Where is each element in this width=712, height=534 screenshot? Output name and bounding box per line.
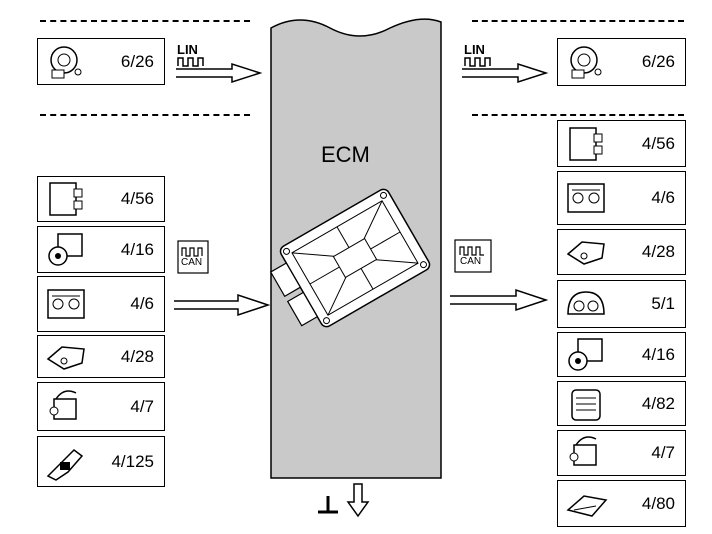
module-code: 4/7 <box>651 443 675 462</box>
lin-arrow-left <box>176 62 263 84</box>
module-code: 4/56 <box>641 133 675 153</box>
control-unit-icon <box>46 345 85 370</box>
module-box[interactable]: 4/125 <box>37 436 165 487</box>
ecm-label: ECM <box>321 142 370 167</box>
module-box[interactable]: 6/26 <box>557 38 686 86</box>
module-box[interactable]: 4/6 <box>37 276 165 332</box>
module-code: 4/28 <box>120 346 154 366</box>
can-symbol-left <box>177 240 209 274</box>
can-arrow-right <box>450 288 549 312</box>
module-box[interactable]: 4/16 <box>557 332 686 377</box>
module-box[interactable]: 4/6 <box>557 171 686 225</box>
module-code: 4/125 <box>111 451 154 471</box>
amplifier-icon <box>566 494 608 517</box>
module-code: 4/56 <box>120 189 154 208</box>
can-label-left: CAN <box>181 257 203 268</box>
control-panel-icon <box>567 183 605 213</box>
module-code: 6/26 <box>641 52 675 71</box>
actuator-icon <box>569 436 597 466</box>
right-mid-separator <box>472 114 684 116</box>
lin-signal-icon-right <box>464 57 491 67</box>
lin-signal-icon-left <box>177 57 204 67</box>
module-code: 4/16 <box>120 239 154 259</box>
radar-unit-icon <box>571 388 601 421</box>
ground-arrow-icon <box>346 483 370 518</box>
module-box[interactable]: 4/7 <box>557 430 686 476</box>
module-box[interactable]: 6/26 <box>37 38 165 85</box>
module-code: 4/6 <box>130 294 154 313</box>
module-code: 6/26 <box>120 51 154 71</box>
module-code: 4/82 <box>641 393 675 413</box>
instrument-cluster-icon <box>567 291 605 315</box>
module-box[interactable]: 4/80 <box>557 480 686 527</box>
ecm-device-icon <box>269 188 431 328</box>
can-symbol-right <box>454 239 492 273</box>
sensor-icon <box>46 448 84 481</box>
module-code: 4/6 <box>651 188 675 207</box>
module-code: 4/16 <box>641 344 675 364</box>
module-box[interactable]: 4/82 <box>557 381 686 426</box>
lin-label-left: LIN <box>177 42 198 57</box>
module-box[interactable]: 4/7 <box>37 382 165 431</box>
steering-angle-sensor-icon <box>570 46 602 79</box>
module-box[interactable]: 4/56 <box>37 176 165 222</box>
ground-symbol-icon <box>318 496 338 514</box>
module-code: 4/80 <box>641 493 675 513</box>
actuator-icon <box>49 389 77 420</box>
control-unit-icon <box>566 241 605 265</box>
left-top-separator <box>40 20 250 22</box>
can-arrow-left <box>174 293 271 317</box>
module-box[interactable]: 4/28 <box>557 229 686 275</box>
module-code: 4/7 <box>130 396 154 416</box>
control-module-icon <box>569 126 603 161</box>
module-box[interactable]: 4/56 <box>557 120 686 167</box>
module-box[interactable]: 5/1 <box>557 280 686 328</box>
can-label-right: CAN <box>460 256 482 267</box>
module-code: 5/1 <box>651 294 675 313</box>
module-box[interactable]: 4/28 <box>37 335 165 378</box>
lin-arrow-right <box>462 62 549 84</box>
lin-label-right: LIN <box>464 42 485 57</box>
module-box[interactable]: 4/16 <box>37 226 165 273</box>
module-code: 4/28 <box>641 242 675 261</box>
left-mid-separator <box>40 114 250 116</box>
abs-unit-icon <box>568 337 603 371</box>
steering-angle-sensor-icon <box>50 45 82 78</box>
control-panel-icon <box>47 289 85 319</box>
abs-unit-icon <box>48 232 83 266</box>
right-top-separator <box>472 20 684 22</box>
control-module-icon <box>49 182 83 216</box>
